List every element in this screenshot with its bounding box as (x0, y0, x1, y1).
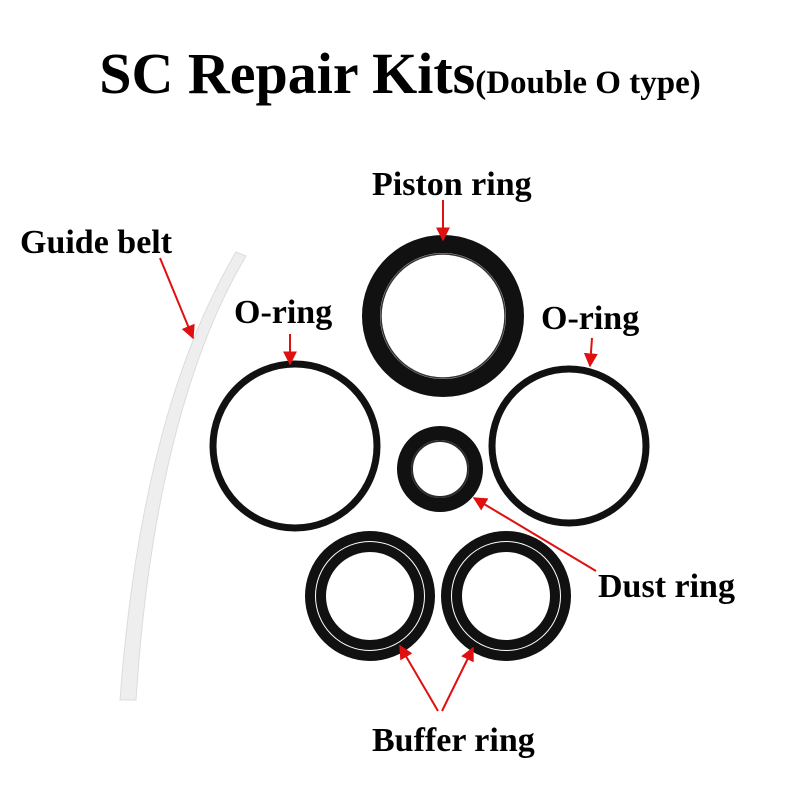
arrow-guide-belt (159, 257, 195, 340)
buffer-ring-left-shape (305, 531, 435, 661)
guide-belt-shape (119, 251, 247, 701)
label-o-ring-right: O-ring (541, 300, 640, 337)
arrow-buffer-ring-left (399, 644, 439, 712)
label-dust-ring: Dust ring (598, 568, 735, 605)
page-title: SC Repair Kits(Double O type) (0, 40, 800, 107)
title-main: SC Repair Kits (99, 41, 476, 106)
arrow-buffer-ring-right (441, 646, 474, 712)
dust-ring-inner-lip (411, 440, 469, 498)
label-o-ring-left: O-ring (234, 294, 333, 331)
arrow-dust-ring (472, 497, 597, 572)
o-ring-right-shape (488, 365, 650, 527)
o-ring-left-shape (209, 360, 381, 532)
label-guide-belt: Guide belt (20, 224, 173, 261)
arrow-o-ring-right (583, 337, 598, 368)
title-sub: (Double O type) (475, 65, 701, 101)
label-piston-ring: Piston ring (372, 166, 532, 203)
buffer-ring-right-shape (441, 531, 571, 661)
piston-ring-shape (362, 235, 524, 397)
dust-ring-shape (397, 426, 483, 512)
label-buffer-ring: Buffer ring (372, 722, 535, 759)
piston-ring-groove (380, 253, 506, 379)
